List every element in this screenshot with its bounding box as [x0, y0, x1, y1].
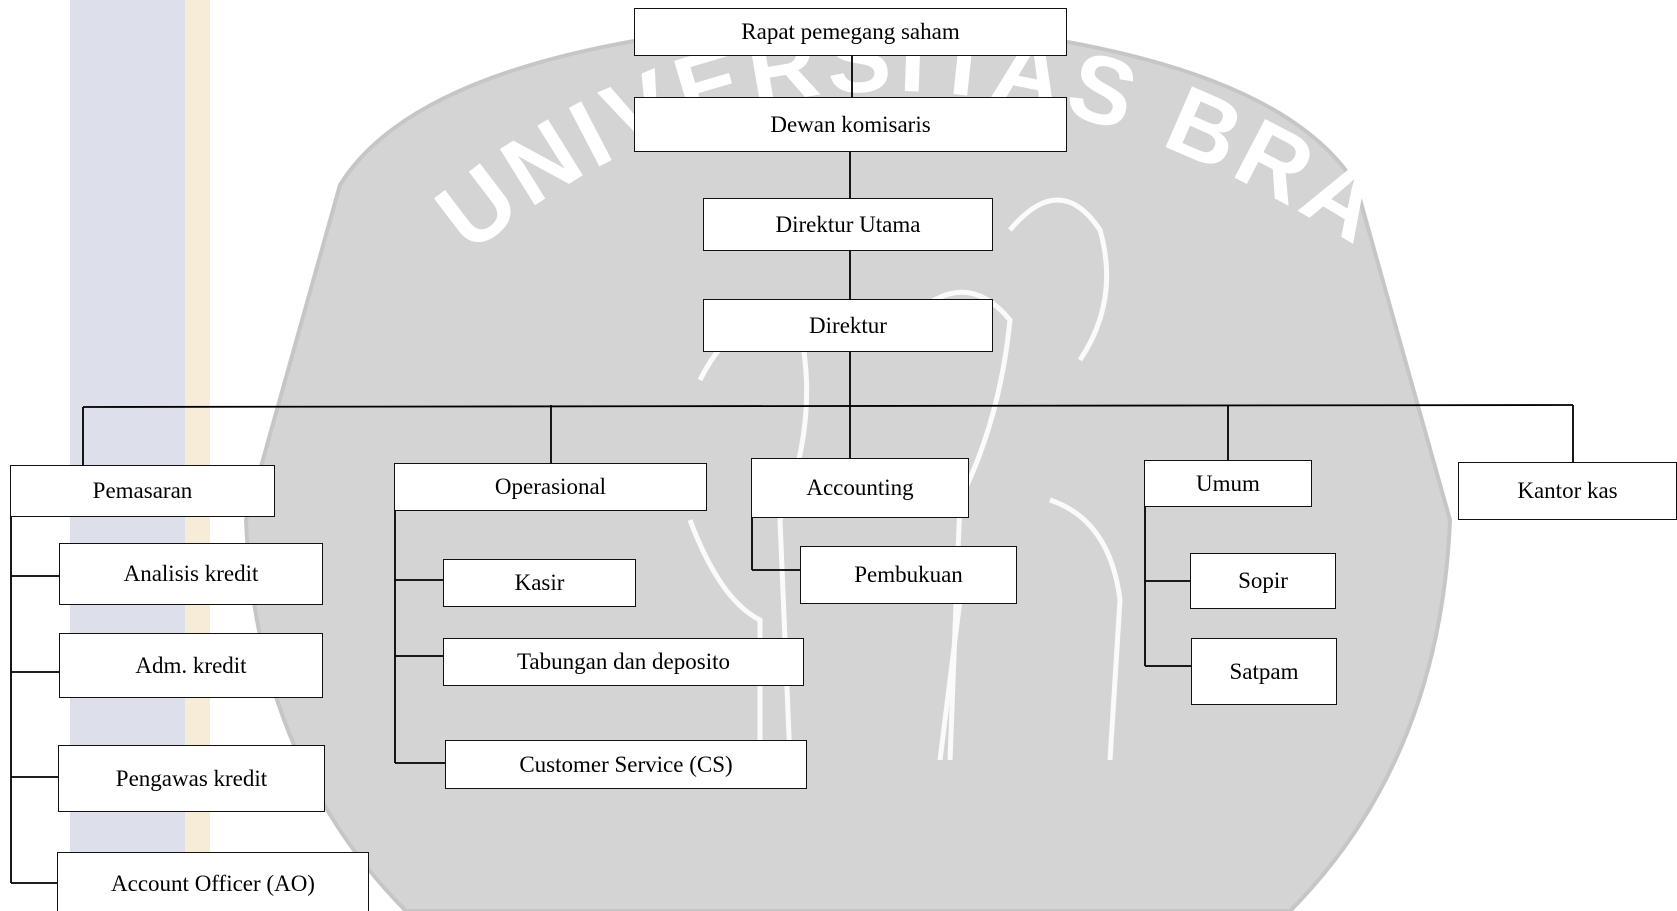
operations-department-box: Operasional [394, 463, 707, 511]
board-of-commissioners-box: Dewan komisaris [634, 97, 1067, 152]
bookkeeping-box: Pembukuan [800, 546, 1017, 604]
shareholders-meeting-box: Rapat pemegang saham [634, 8, 1067, 56]
general-affairs-department-box: Umum [1144, 460, 1312, 507]
cash-office-box: Kantor kas [1458, 462, 1677, 520]
savings-and-deposits-box: Tabungan dan deposito [443, 638, 804, 686]
customer-service-box: Customer Service (CS) [445, 740, 807, 789]
account-officer-box: Account Officer (AO) [57, 852, 369, 911]
marketing-department-box: Pemasaran [10, 465, 275, 517]
driver-box: Sopir [1190, 553, 1336, 609]
credit-analysis-box: Analisis kredit [59, 543, 323, 605]
credit-administration-box: Adm. kredit [59, 633, 323, 698]
president-director-box: Direktur Utama [703, 198, 993, 251]
security-guard-box: Satpam [1191, 638, 1337, 705]
cashier-box: Kasir [443, 559, 636, 607]
accounting-department-box: Accounting [751, 458, 969, 518]
credit-supervisor-box: Pengawas kredit [58, 745, 325, 812]
director-box: Direktur [703, 299, 993, 352]
